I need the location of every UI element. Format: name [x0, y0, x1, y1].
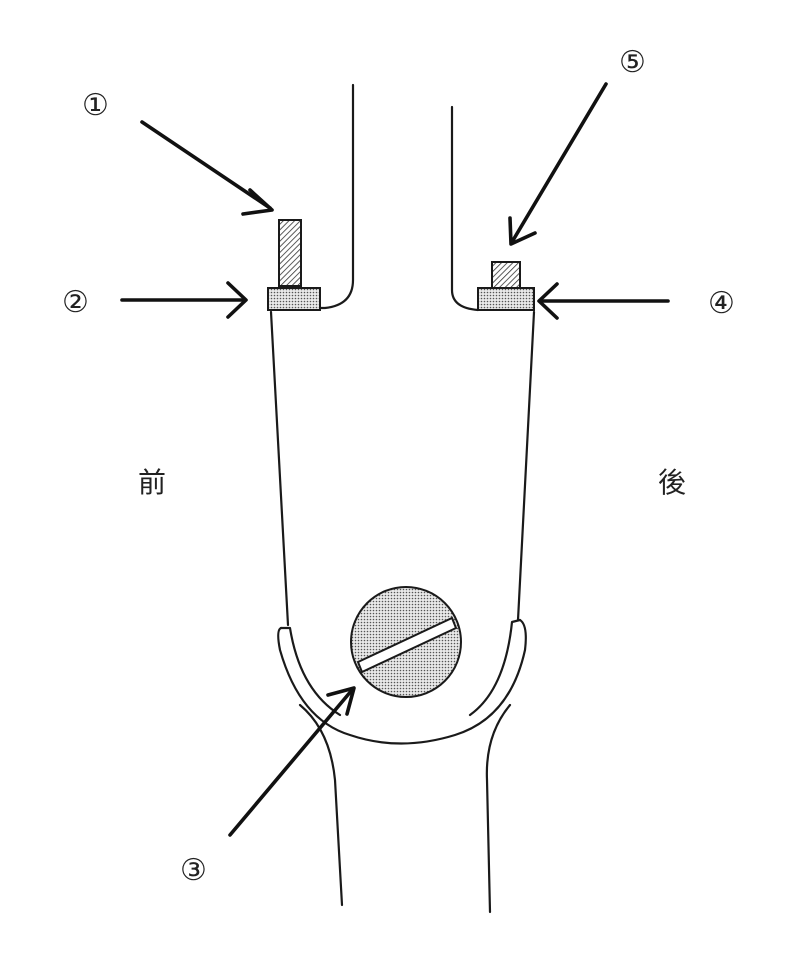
- front-stop-washer: [267, 287, 321, 311]
- frame-right-plate: [450, 105, 480, 312]
- rear-stop-bolt: [491, 261, 521, 289]
- arrow-1: [140, 120, 274, 216]
- pivot-screw: [350, 586, 462, 698]
- callout-4-label: ④: [708, 286, 735, 321]
- arrow-4: [537, 282, 670, 320]
- frame-left-plate: [316, 83, 355, 310]
- arrow-2: [120, 281, 248, 319]
- lower-cup: [277, 618, 527, 914]
- rear-side-label: 後: [658, 466, 686, 499]
- arrow-3: [228, 686, 356, 837]
- front-stop-bolt: [278, 219, 302, 287]
- arrow-5: [508, 82, 608, 246]
- front-side-label: 前: [138, 466, 166, 499]
- callout-1-label: ①: [82, 88, 109, 123]
- callout-3-label: ③: [180, 853, 207, 888]
- lever-arm: [269, 310, 536, 627]
- rear-stop-washer: [477, 287, 535, 311]
- callout-2-label: ②: [62, 285, 89, 320]
- callout-5-label: ⑤: [619, 45, 646, 80]
